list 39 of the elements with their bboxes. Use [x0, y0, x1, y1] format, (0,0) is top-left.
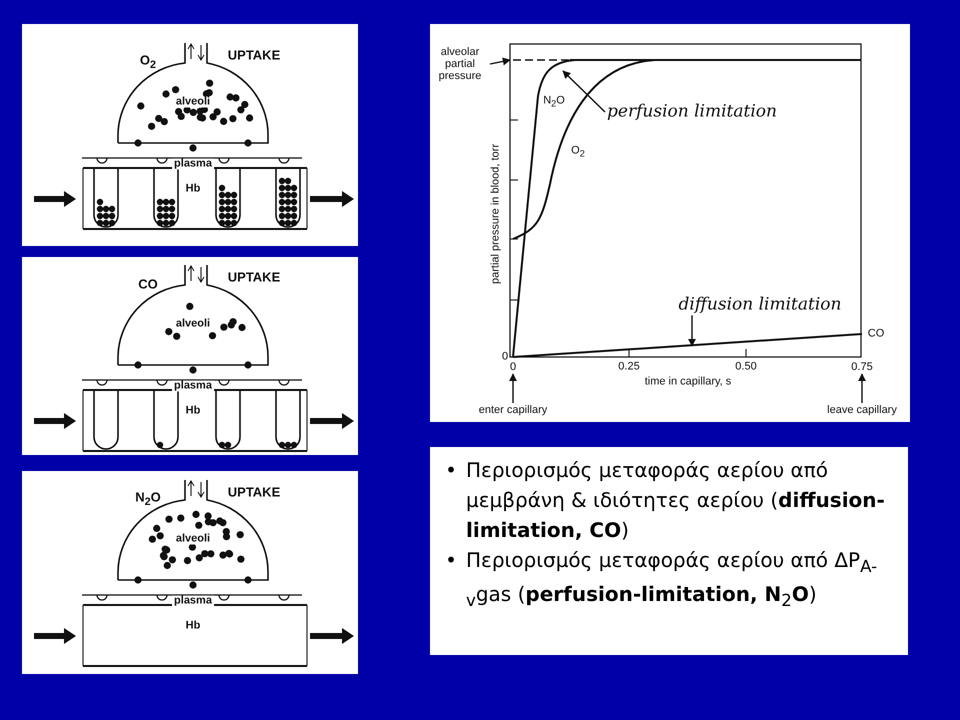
heading: UPTAKE: [228, 270, 280, 284]
annotation-text: diffusion limitation: [678, 296, 842, 314]
region-label: Hb: [184, 184, 202, 194]
arrow: [509, 373, 517, 403]
bullet-marker: •: [444, 457, 458, 484]
region-label: alveoli: [174, 96, 212, 108]
gas-name: N$_{2}$O: [135, 490, 161, 508]
region-label: Hb: [184, 620, 202, 632]
region-label: alveoli: [174, 318, 212, 330]
axis-title: partial pressure in blood, torr: [490, 144, 502, 284]
bullet-marker: •: [444, 547, 458, 574]
bullet-text: Περιορισμός μεταφοράς αερίου από ΔP$_{A-}$$_{v}$gas (perfusion-limitation, N$_{2}$O): [466, 547, 878, 612]
tick-label: 0.50: [735, 362, 757, 372]
arrow: [858, 373, 866, 403]
gas-name: O$_{2}$: [140, 53, 156, 71]
curve-label: O$_{2}$: [571, 145, 585, 159]
gas-name: CO: [138, 278, 158, 290]
arrow: [562, 70, 606, 112]
annotation-text: enter capillary: [478, 404, 548, 416]
arrow: [490, 58, 511, 66]
tick-label: 0: [510, 360, 516, 374]
annotation-text: perfusion limitation: [607, 102, 777, 122]
region-label: Hb: [184, 406, 202, 416]
region-label: plasma: [172, 596, 214, 606]
arrow: [688, 315, 696, 347]
axis-title: time in capillary, s: [644, 376, 732, 388]
annotation-text: leave capillary: [827, 404, 897, 416]
region-label: plasma: [172, 158, 214, 170]
region-label: plasma: [172, 380, 214, 392]
curve-label: CO: [868, 328, 884, 340]
curve-label: N$_{2}$O: [543, 95, 565, 109]
region-label: alveoli: [174, 534, 212, 544]
tick-label: 0: [502, 352, 508, 362]
annotation-text: alveolar partial pressure: [432, 46, 488, 82]
heading: UPTAKE: [228, 486, 280, 498]
tick-label: 0.25: [618, 362, 640, 372]
heading: UPTAKE: [228, 48, 280, 62]
bullet-text: Περιορισμός μεταφοράς αερίου από μεμβράνη & ιδιότητες αερίου (diffusion-limitation, CO): [466, 457, 886, 544]
tick-label: 0.75: [851, 360, 873, 374]
